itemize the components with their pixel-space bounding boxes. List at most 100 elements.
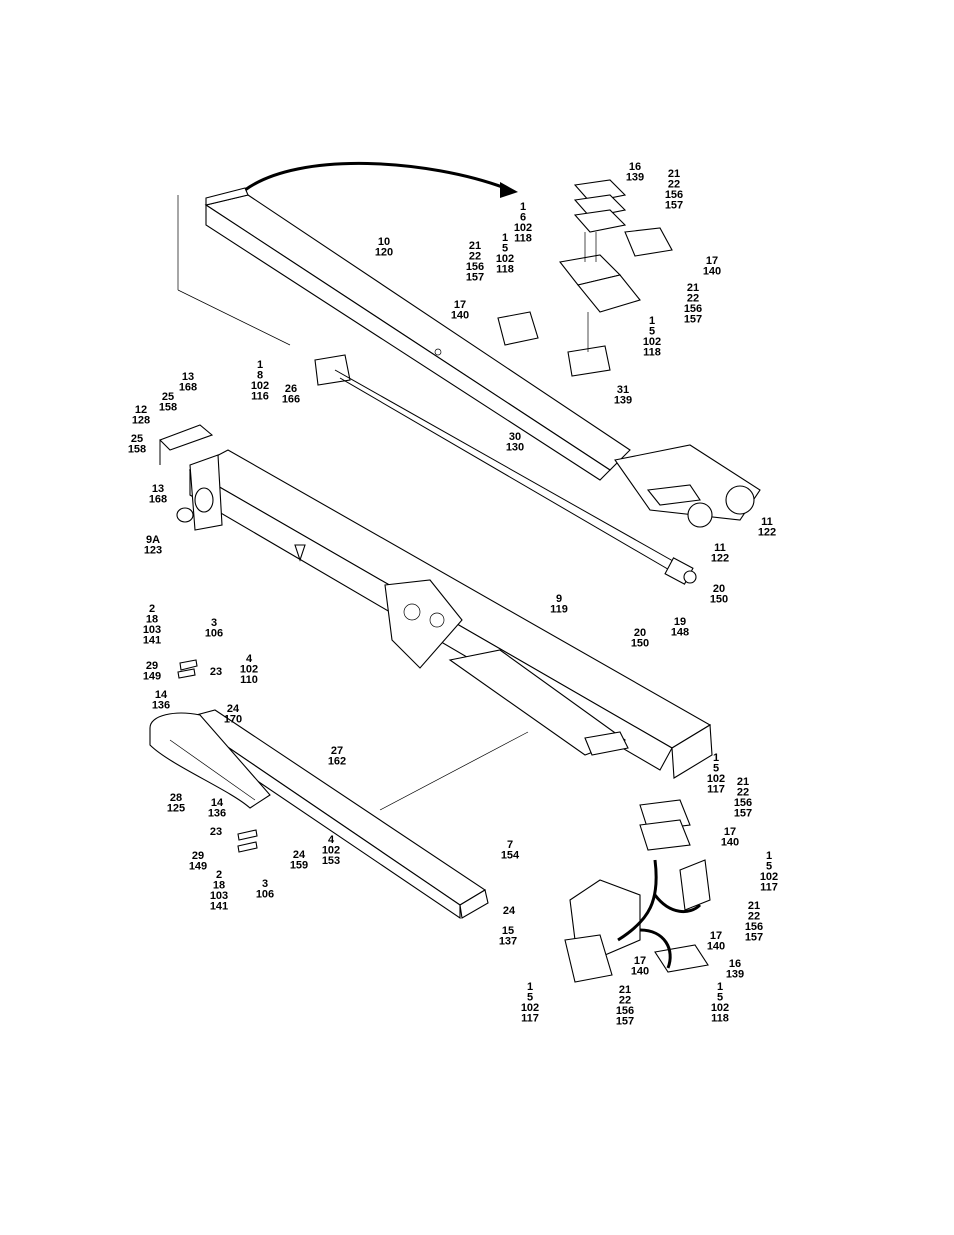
callout-line: 136 [152, 700, 170, 712]
callout-line: 22 [687, 293, 699, 305]
callout-line: 17 [706, 255, 718, 267]
callout-line: 11 [714, 542, 726, 554]
inner-boom [176, 449, 713, 779]
callout-line: 5 [713, 763, 719, 775]
callout-line: 117 [760, 882, 778, 894]
callout-line: 21 [619, 984, 631, 996]
callout-line: 102 [240, 664, 258, 676]
callout-line: 136 [208, 808, 226, 820]
callout-line: 118 [711, 1013, 729, 1025]
callout-line: 28 [170, 792, 182, 804]
callout-line: 102 [760, 871, 778, 883]
callout-line: 7 [507, 839, 513, 851]
callout-line: 141 [210, 901, 228, 913]
callout-line: 156 [684, 303, 702, 315]
callout-23-top: 23 [210, 666, 222, 678]
callout-line: 150 [631, 638, 649, 650]
callout-line: 149 [189, 861, 207, 873]
callout-line: 118 [514, 233, 532, 245]
callout-line: 123 [144, 545, 162, 557]
callout-line: 16 [729, 958, 741, 970]
callout-line: 141 [143, 635, 161, 647]
bottom-right-wear-pads [564, 799, 711, 983]
callout-line: 140 [631, 966, 649, 978]
callout-line: 1 [527, 981, 533, 993]
callout-line: 8 [257, 370, 263, 382]
callout-line: 102 [322, 845, 340, 857]
callout-line: 168 [179, 382, 197, 394]
callout-line: 118 [643, 347, 661, 359]
callout-line: 102 [521, 1002, 539, 1014]
callout-line: 24 [293, 849, 306, 861]
callout-line: 22 [619, 995, 631, 1007]
callout-line: 11 [761, 516, 773, 528]
callout-line: 157 [745, 932, 763, 944]
callout-line: 1 [713, 752, 719, 764]
callout-line: 140 [451, 310, 469, 322]
callout-line: 140 [721, 837, 739, 849]
callout-line: 119 [550, 604, 568, 616]
callout-line: 21 [748, 900, 760, 912]
callout-line: 103 [210, 890, 228, 902]
callout-line: 5 [502, 243, 508, 255]
callout-line: 117 [521, 1013, 539, 1025]
callout-line: 162 [328, 756, 346, 768]
callout-line: 17 [634, 955, 646, 967]
callout-line: 102 [711, 1002, 729, 1014]
callout-line: 156 [745, 921, 763, 933]
callout-line: 25 [162, 391, 174, 403]
callout-line: 20 [634, 627, 646, 639]
curved-arrow [244, 161, 518, 198]
callout-line: 125 [167, 803, 185, 815]
callout-line: 9A [146, 534, 160, 546]
callout-line: 156 [665, 189, 683, 201]
callout-line: 128 [132, 415, 150, 427]
callout-line: 150 [710, 594, 728, 606]
callout-line: 5 [717, 992, 723, 1004]
callout-line: 1 [502, 232, 508, 244]
callout-line: 27 [331, 745, 343, 757]
callout-line: 29 [192, 850, 204, 862]
callout-line: 14 [211, 797, 224, 809]
callout-line: 4 [246, 653, 253, 665]
callout-line: 5 [527, 992, 533, 1004]
callout-line: 157 [684, 314, 702, 326]
callout-line: 157 [734, 808, 752, 820]
callout-line: 22 [737, 787, 749, 799]
callout-line: 30 [509, 431, 521, 443]
callout-line: 137 [499, 936, 517, 948]
callout-line: 157 [616, 1016, 634, 1028]
callout-line: 159 [290, 860, 308, 872]
callout-line: 118 [496, 264, 514, 276]
callout-line: 16 [629, 161, 641, 173]
callout-line: 120 [375, 247, 393, 259]
callout-line: 102 [643, 336, 661, 348]
callout-line: 5 [649, 326, 655, 338]
callout-line: 6 [520, 212, 526, 224]
